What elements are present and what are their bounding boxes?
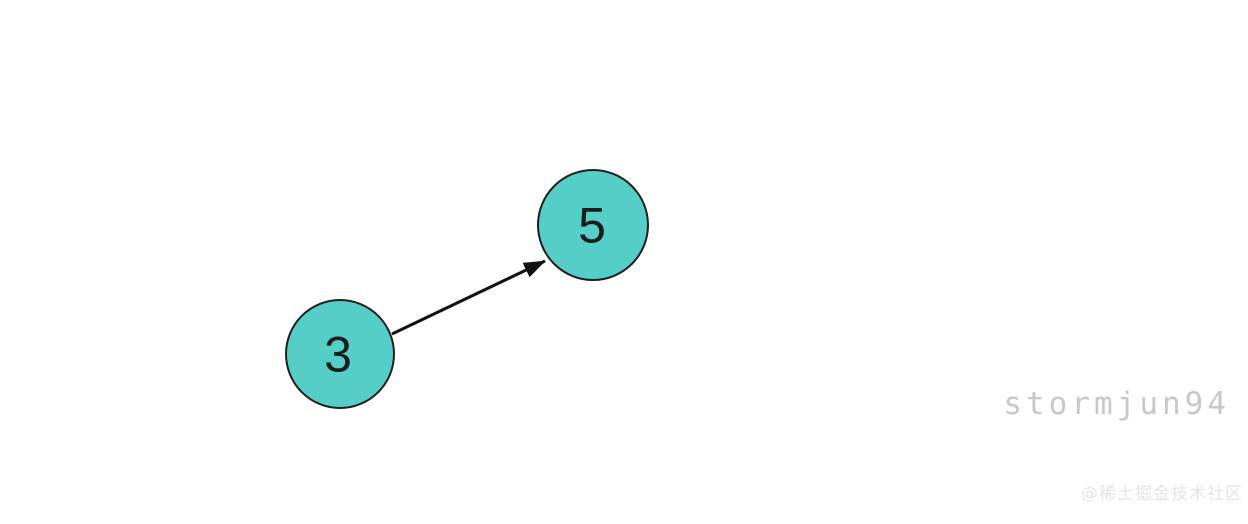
edge-3-to-5	[391, 259, 546, 336]
node-5: 5	[537, 169, 649, 281]
node-5-label: 5	[578, 198, 606, 254]
watermark-author: stormjun94	[1003, 386, 1230, 422]
node-3-circle	[285, 299, 395, 409]
node-3-label: 3	[324, 327, 352, 383]
watermark-community: @稀土掘金技术社区	[1081, 484, 1243, 504]
node-5-circle	[537, 169, 649, 281]
node-3: 3	[285, 299, 395, 409]
